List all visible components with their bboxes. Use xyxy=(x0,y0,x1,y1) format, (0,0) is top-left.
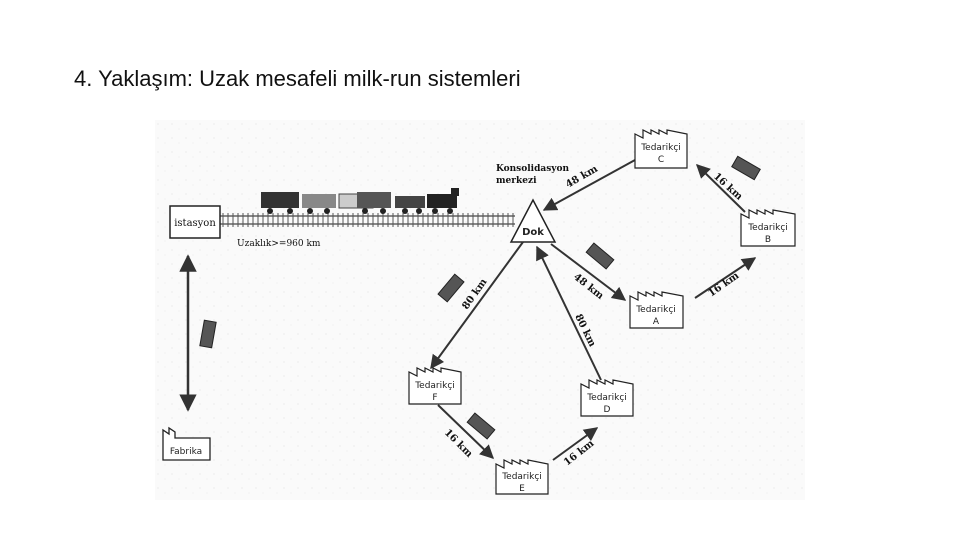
consolidation-label-line1: Konsolidasyon xyxy=(496,164,570,174)
supplier-a-node: Tedarikçi A xyxy=(629,291,684,329)
dock-label: Dok xyxy=(522,227,544,238)
route-b-to-c xyxy=(695,164,746,213)
slide-title: 4. Yaklaşım: Uzak mesafeli milk-run sist… xyxy=(74,66,521,91)
supplier-b-node: Tedarikçi B xyxy=(740,209,796,247)
route-dock-to-f xyxy=(430,241,524,370)
milk-run-diagram: istasyon Uzaklık>=960 km Fabrika Dok Kon… xyxy=(155,120,805,500)
route-dock-to-a xyxy=(550,243,627,301)
supplier-f-letter: F xyxy=(432,393,437,403)
truck-icon xyxy=(199,155,761,440)
supplier-a-word: Tedarikçi xyxy=(635,305,676,315)
train-icon xyxy=(261,188,459,214)
supplier-e-node: Tedarikçi E xyxy=(495,459,549,495)
diagram-background xyxy=(155,120,805,500)
route-f-to-e xyxy=(437,404,495,459)
factory-label: Fabrika xyxy=(170,447,202,457)
route-a-to-b xyxy=(694,257,757,299)
supplier-b-letter: B xyxy=(765,235,771,245)
supplier-d-node: Tedarikçi D xyxy=(580,379,634,417)
supplier-f-word: Tedarikçi xyxy=(414,381,455,391)
supplier-c-word: Tedarikçi xyxy=(640,143,681,153)
railway-track xyxy=(220,213,515,227)
supplier-c-node: Tedarikçi C xyxy=(634,129,688,169)
route-e-to-d xyxy=(552,427,599,461)
station-label: istasyon xyxy=(174,218,216,229)
supplier-d-letter: D xyxy=(604,405,611,415)
factory-node: Fabrika xyxy=(162,426,211,461)
station-node: istasyon xyxy=(169,205,221,239)
distance-note: Uzaklık>=960 km xyxy=(237,239,321,249)
dock-node: Dok xyxy=(509,198,557,243)
supplier-c-letter: C xyxy=(658,155,664,165)
supplier-e-letter: E xyxy=(519,484,525,494)
route-c-to-dock xyxy=(542,159,636,211)
supplier-f-node: Tedarikçi F xyxy=(408,367,462,405)
supplier-a-letter: A xyxy=(653,317,660,327)
supplier-e-word: Tedarikçi xyxy=(501,472,542,482)
supplier-d-word: Tedarikçi xyxy=(586,393,627,403)
route-d-to-dock xyxy=(536,245,602,381)
supplier-b-word: Tedarikçi xyxy=(747,223,788,233)
consolidation-label-line2: merkezi xyxy=(496,176,537,186)
